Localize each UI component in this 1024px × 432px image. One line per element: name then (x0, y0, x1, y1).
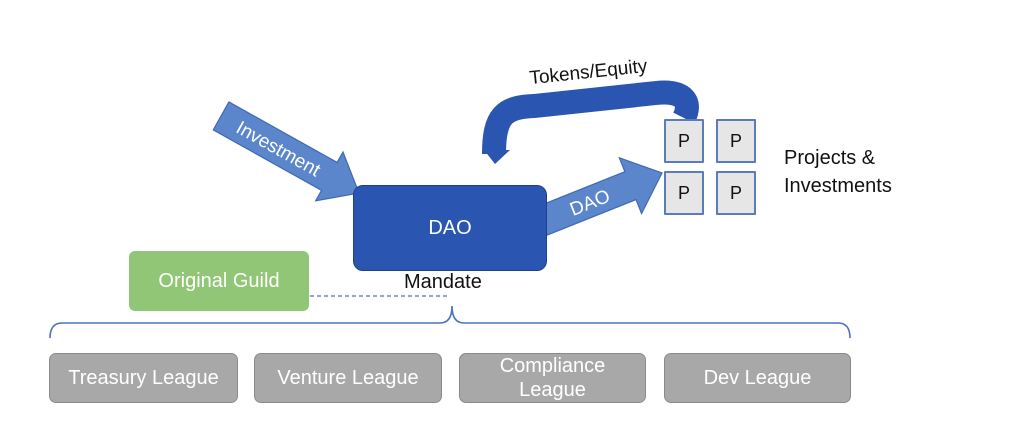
original-guild-label: Original Guild (158, 269, 280, 292)
project-tile-label: P (729, 130, 742, 151)
projects-label-line2: Investments (784, 175, 892, 197)
dev-league-label: Dev League (703, 367, 812, 389)
venture-league-label: Venture League (277, 367, 419, 389)
treasury-league-box: Treasury League (49, 353, 238, 403)
project-tile-label: P (677, 130, 690, 151)
dao-outflow-arrow: DAO (534, 156, 663, 236)
dev-league-box: Dev League (664, 353, 851, 403)
project-tile: P (716, 171, 756, 215)
project-tile: P (664, 171, 704, 215)
projects-label-line1: Projects & (784, 147, 876, 169)
project-tile-label: P (677, 182, 690, 203)
compliance-league-label-line1: Compliance (499, 355, 606, 377)
treasury-league-label: Treasury League (68, 367, 219, 389)
projects-investments-label: Projects & Investments (784, 144, 934, 200)
project-tile: P (664, 119, 704, 163)
leagues-bracket (49, 305, 851, 339)
tokens-return-arrow (482, 80, 699, 155)
original-guild-box: Original Guild (129, 251, 309, 311)
tokens-arrow-head (484, 150, 510, 164)
mandate-label: Mandate (404, 271, 482, 293)
investment-arrow: Investment (212, 101, 360, 202)
dao-box-label: DAO (428, 216, 472, 239)
compliance-league-box: Compliance League (459, 353, 646, 403)
compliance-league-label-line2: League (519, 379, 586, 401)
project-tile-label: P (729, 182, 742, 203)
venture-league-box: Venture League (254, 353, 442, 403)
dao-box: DAO (353, 185, 547, 271)
project-tile: P (716, 119, 756, 163)
